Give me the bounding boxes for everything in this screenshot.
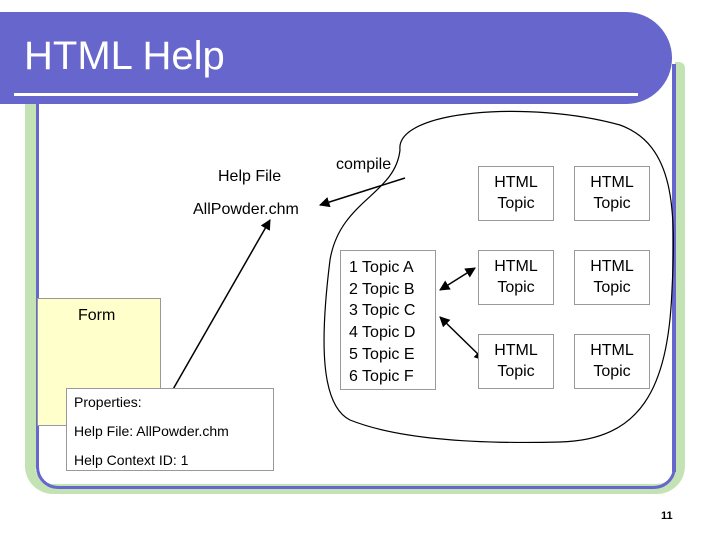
html-topic-box: HTML Topic bbox=[574, 334, 650, 389]
html-topic-line: HTML bbox=[590, 174, 634, 191]
properties-help-file: Help File: AllPowder.chm bbox=[74, 423, 229, 439]
html-topic-box: HTML Topic bbox=[478, 250, 554, 305]
html-topic-line: HTML bbox=[494, 342, 538, 359]
page-number: 11 bbox=[661, 510, 673, 522]
html-topic-box: HTML Topic bbox=[574, 250, 650, 305]
header-rule bbox=[14, 93, 638, 96]
compile-label: compile bbox=[336, 156, 392, 173]
properties-box: Properties: Help File: AllPowder.chm Hel… bbox=[66, 388, 274, 471]
html-topic-line: Topic bbox=[593, 195, 631, 212]
slide-title: HTML Help bbox=[24, 34, 225, 78]
topic-a-link-arrow bbox=[439, 267, 476, 291]
help-file-name: AllPowder.chm bbox=[193, 201, 299, 218]
frame-right-bar bbox=[675, 62, 685, 442]
html-topic-line: Topic bbox=[497, 279, 535, 296]
properties-heading: Properties: bbox=[74, 394, 142, 410]
frame-bottom-bar bbox=[25, 442, 685, 494]
html-topic-box: HTML Topic bbox=[478, 166, 554, 221]
html-topic-line: HTML bbox=[590, 258, 634, 275]
properties-context-id: Help Context ID: 1 bbox=[74, 452, 189, 468]
form-label: Form bbox=[78, 307, 116, 324]
frame-right-edge bbox=[672, 64, 676, 472]
help-file-label: Help File bbox=[218, 168, 282, 185]
topic-list-item: 1 Topic A bbox=[349, 259, 414, 276]
compile-arrow bbox=[318, 177, 406, 208]
header-band bbox=[0, 12, 672, 104]
html-topic-line: HTML bbox=[494, 174, 538, 191]
html-topic-line: HTML bbox=[494, 258, 538, 275]
html-topic-line: Topic bbox=[593, 279, 631, 296]
html-topic-line: Topic bbox=[497, 195, 535, 212]
topic-list-item: 5 Topic E bbox=[349, 345, 415, 363]
html-topic-line: Topic bbox=[497, 363, 535, 380]
html-topic-line: Topic bbox=[593, 363, 631, 380]
topic-list-item: 6 Topic F bbox=[349, 367, 414, 385]
topic-list-item: 3 Topic C bbox=[349, 302, 416, 320]
topic-list-item: 2 Topic B bbox=[349, 280, 415, 298]
topic-list: 1 Topic A 2 Topic B 3 Topic C 4 Topic D … bbox=[340, 250, 436, 390]
html-topic-box: HTML Topic bbox=[478, 334, 554, 389]
compiled-help-outline bbox=[323, 110, 675, 444]
form-to-helpfile-arrow bbox=[159, 219, 271, 413]
frame-left-bar bbox=[25, 104, 37, 469]
topic-list-item: 4 Topic D bbox=[349, 324, 416, 342]
html-topic-line: HTML bbox=[590, 342, 634, 359]
html-topic-box: HTML Topic bbox=[574, 166, 650, 221]
topic-c-link-arrow bbox=[439, 316, 485, 361]
